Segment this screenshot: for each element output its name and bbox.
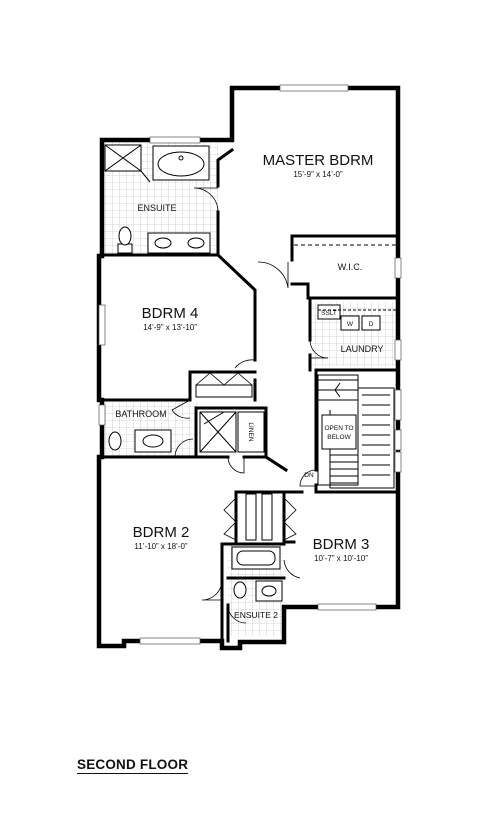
open-below-line2: BELOW: [327, 434, 351, 441]
bdrm2-label: BDRM 2: [133, 524, 190, 541]
ensuite2-toilet-icon: [233, 581, 247, 599]
bdrm4-dims: 14’-9” x 13’-10”: [143, 323, 197, 332]
bathroom-label: BATHROOM: [115, 409, 166, 419]
windows: [98, 84, 402, 645]
linen-label: LINEN: [247, 422, 254, 441]
bdrm2-dims: 11’-10” x 18’-0”: [134, 542, 188, 551]
ensuite2-fixtures: ENSUITE 2: [227, 546, 283, 624]
bath-vanity-icon: [134, 429, 172, 453]
closets-lower: [223, 493, 297, 541]
open-to-below: [321, 414, 357, 450]
bdrm4-label: BDRM 4: [142, 305, 199, 322]
bdrm3-dims: 10’-7” x 10’-10”: [314, 554, 368, 563]
bath-toilet-icon: [108, 431, 122, 451]
sslt-sink: [317, 304, 341, 320]
toilet-icon: [118, 226, 132, 246]
dryer-icon: [361, 315, 381, 331]
ensuite-label: ENSUITE: [137, 203, 176, 213]
staircase: OPEN TO BELOW DN: [299, 374, 395, 489]
shower-linen: LINEN: [199, 411, 265, 453]
washer-icon: [340, 315, 360, 331]
sslt-label: SSLT: [321, 310, 337, 317]
dn-label: DN: [304, 472, 314, 479]
ensuite2-vanity-icon: [255, 580, 283, 602]
open-below-line1: OPEN TO: [324, 425, 353, 432]
laundry-label: LAUNDRY: [341, 344, 384, 354]
bdrm3-label: BDRM 3: [313, 536, 370, 553]
dryer-label: D: [369, 321, 374, 328]
bathroom-fixtures: BATHROOM: [108, 399, 194, 458]
ensuite2-label: ENSUITE 2: [234, 610, 278, 620]
laundry-fixtures: SSLT W D LAUNDRY: [309, 304, 396, 359]
ensuite-fixtures: ENSUITE: [104, 144, 219, 254]
master-bdrm-dims: 15’-9” x 14’-0”: [293, 170, 343, 179]
wic-label: W.I.C.: [338, 262, 363, 272]
master-bdrm-label: MASTER BDRM: [263, 152, 374, 169]
double-vanity-icon: [147, 232, 211, 254]
floor-title: SECOND FLOOR: [77, 757, 189, 774]
bdrm4-closet-doors: [195, 372, 253, 398]
interior-walls: [100, 147, 400, 643]
washer-label: W: [347, 321, 354, 328]
